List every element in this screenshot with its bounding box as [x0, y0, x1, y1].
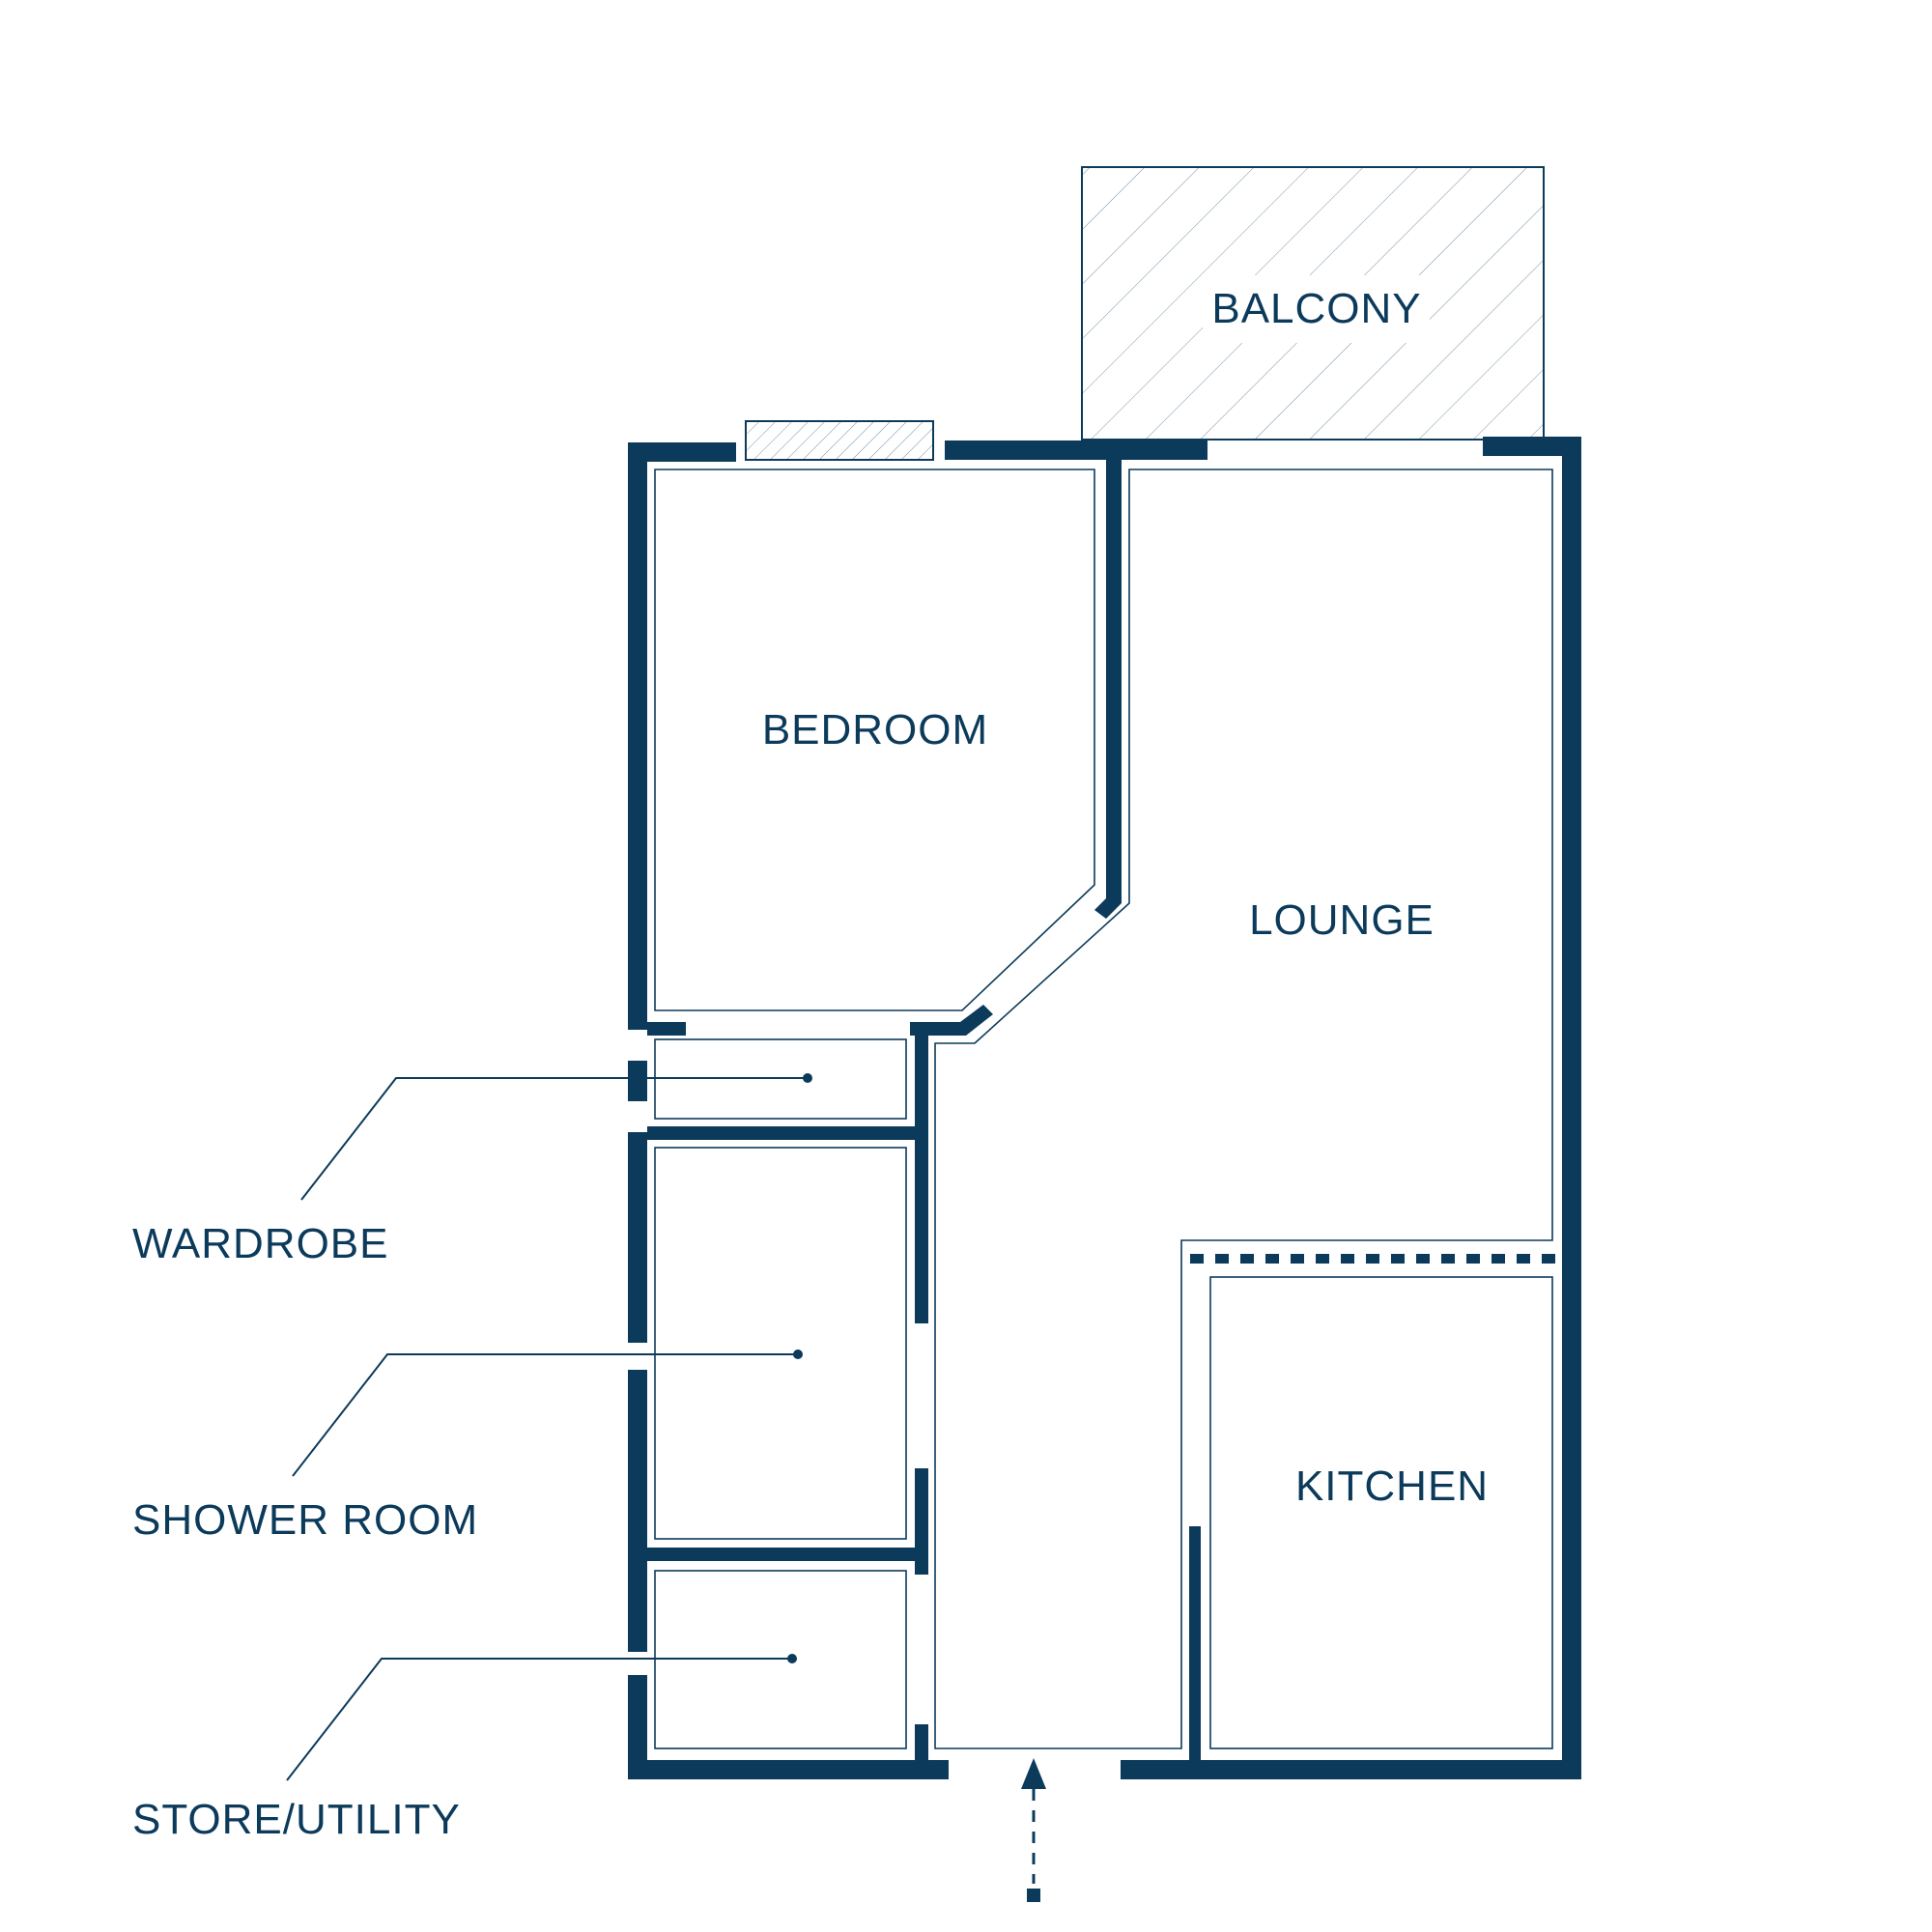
bedroom-label: BEDROOM: [762, 706, 988, 753]
callout-dot: [793, 1350, 803, 1359]
lounge-label: LOUNGE: [1249, 896, 1435, 944]
kitchen-label: KITCHEN: [1295, 1463, 1489, 1510]
balcony: BALCONY: [1081, 166, 1545, 440]
interior-walls: [647, 460, 1201, 1760]
window: [745, 420, 934, 461]
balcony-label: BALCONY: [1211, 285, 1421, 332]
wardrobe-label: WARDROBE: [132, 1220, 389, 1267]
callout-wardrobe: WARDROBE: [132, 1073, 812, 1267]
outer-walls: [628, 437, 1581, 1779]
callout-dot: [803, 1073, 812, 1083]
callout-dot: [787, 1654, 797, 1663]
entrance-arrow-icon: [1021, 1758, 1046, 1902]
callout-store-utility: STORE/UTILITY: [132, 1654, 797, 1843]
shower-room-label: SHOWER ROOM: [132, 1496, 478, 1544]
store-utility-label: STORE/UTILITY: [132, 1796, 461, 1843]
room-outlines: [654, 469, 1553, 1749]
callout-shower-room: SHOWER ROOM: [132, 1350, 803, 1544]
